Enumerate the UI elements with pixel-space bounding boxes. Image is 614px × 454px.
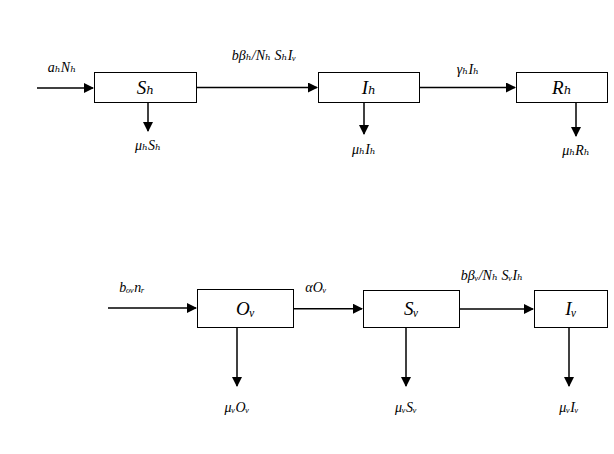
rate-label: μₕIₕ (350, 141, 378, 159)
inflow-arrow (37, 87, 93, 89)
compartment-box: Oᵥ (197, 289, 294, 328)
rate-label: bₒᵥnᵣ (117, 279, 146, 297)
rate-label: αOᵥ (303, 279, 328, 297)
outflow-arrow (363, 101, 365, 134)
compartment-name: Rₕ (546, 74, 578, 101)
transfer-arrow (294, 308, 362, 310)
rate-label: μₕRₕ (560, 142, 592, 160)
rate-label: bβᵥ/Nₕ SᵥIₕ (459, 267, 525, 285)
rate-label: μᵥOᵥ (223, 399, 252, 417)
rate-label: aₕNₕ (46, 59, 78, 77)
compartment-box: Iₕ (318, 72, 420, 103)
compartment-name: Oᵥ (230, 296, 261, 322)
rate-label: γₕIₕ (455, 61, 481, 79)
transfer-arrow (460, 308, 533, 310)
rate-label: bβₕ/Nₕ SₕIᵥ (230, 47, 298, 65)
compartment-name: Iᵥ (559, 296, 583, 322)
outflow-arrow (147, 101, 149, 131)
compartment-box: Sᵥ (363, 290, 460, 328)
compartment-name: Sᵥ (398, 296, 425, 322)
compartment-box: Sₕ (94, 72, 197, 103)
inflow-arrow (108, 307, 196, 309)
compartment-box: Rₕ (516, 72, 608, 103)
outflow-arrow (236, 328, 238, 386)
rate-label: μᵥSᵥ (393, 399, 419, 417)
transfer-arrow (420, 87, 515, 89)
rate-label: μₕSₕ (133, 137, 163, 155)
compartment-name: Sₕ (131, 74, 161, 101)
outflow-arrow (568, 328, 570, 386)
transfer-arrow (197, 87, 317, 89)
compartment-name: Iₕ (356, 74, 383, 101)
compartment-box: Iᵥ (534, 290, 608, 328)
rate-label: μᵥIᵥ (557, 399, 581, 417)
outflow-arrow (405, 328, 407, 386)
outflow-arrow (575, 103, 577, 136)
